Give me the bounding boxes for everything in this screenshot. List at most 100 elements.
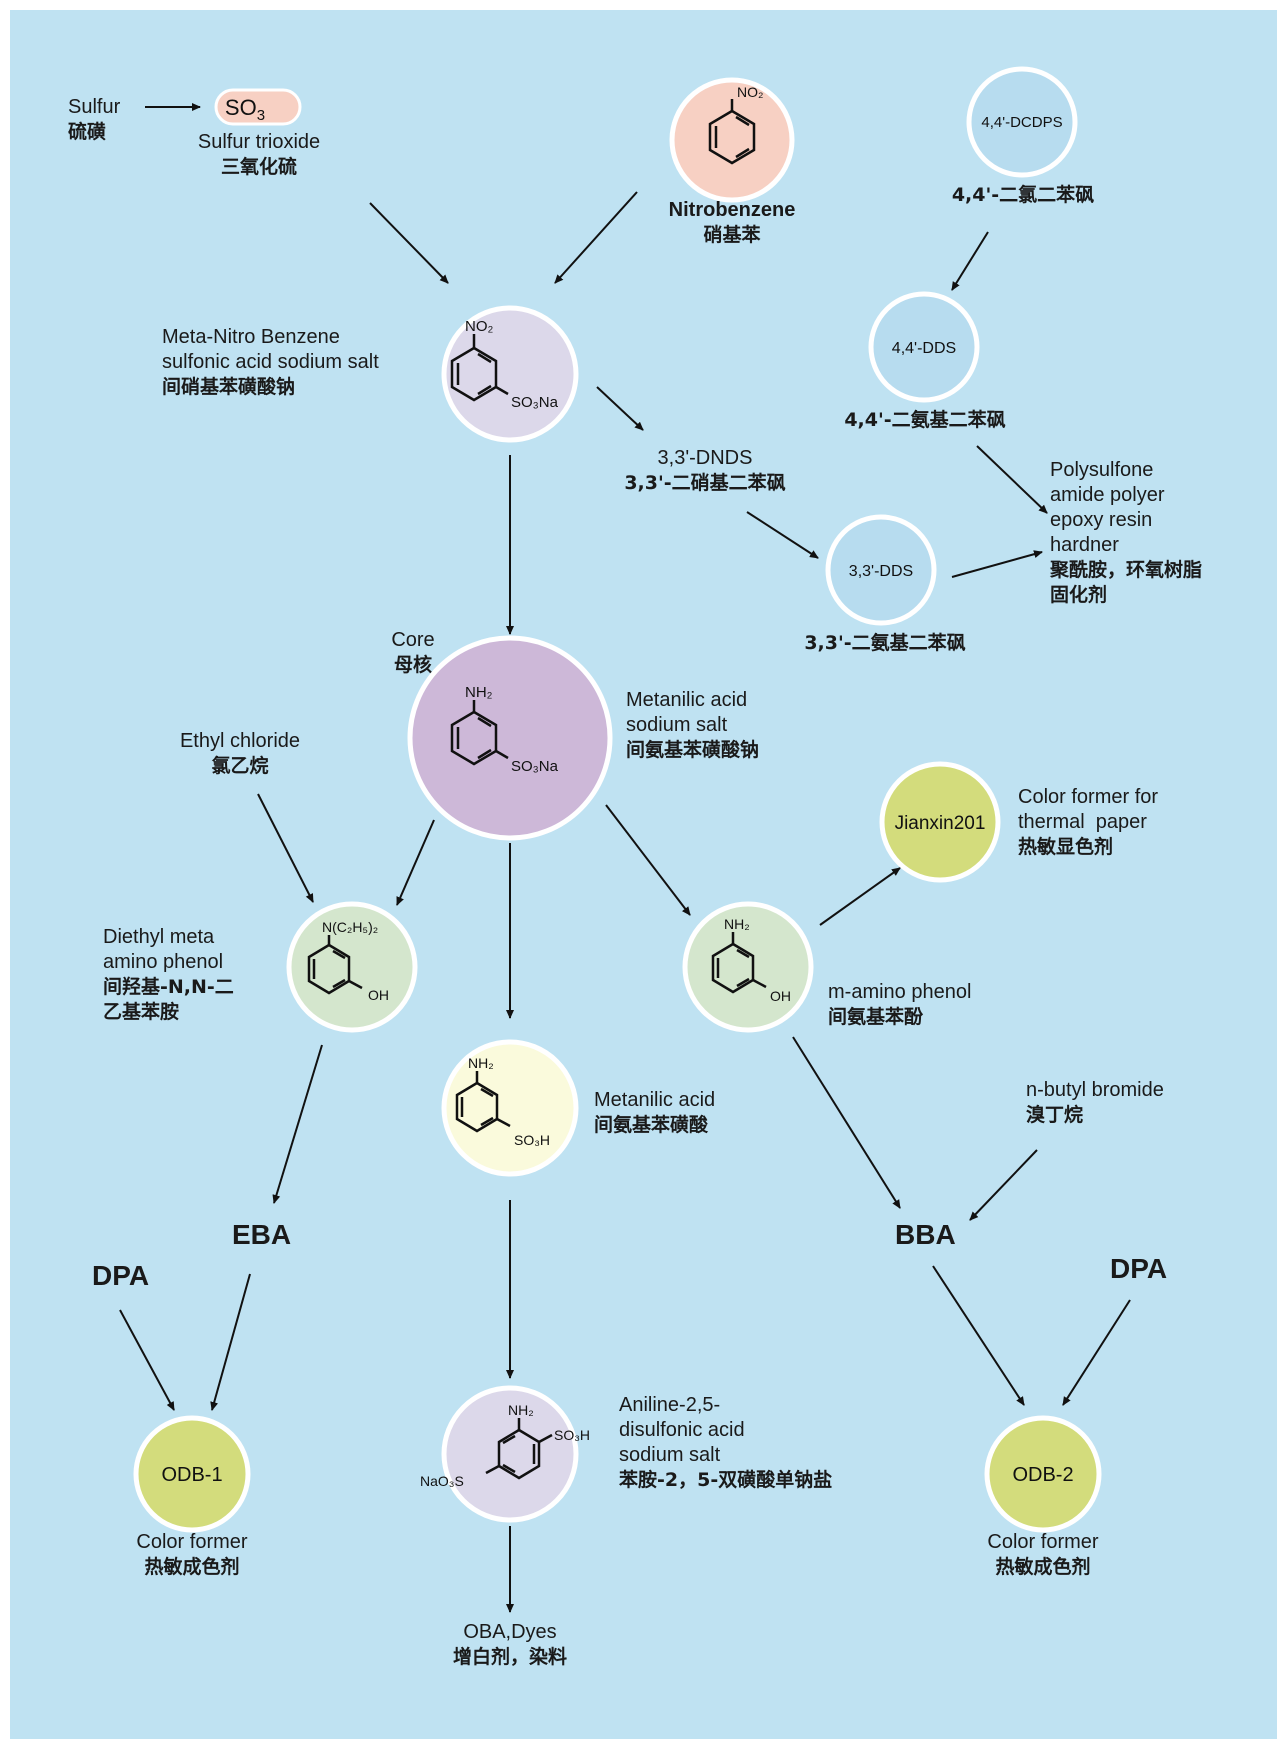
nitrobenzene-en: Nitrobenzene [668,199,796,221]
oba-en: OBA,Dyes [463,1621,557,1643]
maminophenol-group-bottom: OH [770,988,791,1004]
metanitro-zh: 间硝基苯磺酸钠 [162,376,296,398]
oba-label: OBA,Dyes 增白剂，染料 [430,1620,590,1670]
odb2-label: Color former 热敏成色剂 [963,1530,1123,1580]
arrow-dcdps-dds44 [951,231,989,291]
jianxin-label: Color former for thermal paper 热敏显色剂 [1018,785,1158,860]
jianxin-zh: 热敏显色剂 [1018,836,1114,858]
so3-formula: SO3 [225,95,265,124]
odb1-zh: 热敏成色剂 [144,1556,240,1578]
arrow-so3-metanitro [369,202,449,284]
core-circle [407,635,613,841]
core-group-bottom: SO₃Na [511,758,559,775]
diethyl-group-bottom: OH [368,987,389,1003]
bba-label: BBA [895,1219,956,1250]
nitrobenzene-circle [669,77,795,203]
metanitro-label: Meta-Nitro Benzene sulfonic acid sodium … [162,325,379,400]
core-zh: 母核 [393,654,432,676]
metanitro-en2: sulfonic acid sodium salt [162,351,379,373]
nitrobenzene-zh: 硝基苯 [703,224,761,246]
metanitro-group-top: NO₂ [465,318,494,335]
arrow-bba-odb2 [932,1265,1025,1406]
nbutyl-label: n-butyl bromide 溴丁烷 [1026,1078,1164,1128]
ethyl-chloride-zh: 氯乙烷 [211,755,269,777]
ethyl-chloride-en: Ethyl chloride [179,730,301,752]
aniline25-circle [441,1385,579,1523]
eba-label: EBA [232,1219,292,1250]
diethyl-ring [307,935,363,995]
metanitro-ring [450,334,509,402]
sulfur-zh: 硫磺 [68,121,107,143]
dds33-label: 3,3'-二氨基二苯砜 [780,631,990,656]
dpa-right-label: DPA [1110,1253,1168,1284]
metanilic-acid-group-bottom: SO₃H [514,1132,550,1148]
jianxin-en1: Color former for [1018,786,1159,808]
core-en: Core [391,629,435,651]
core-group-top: NH₂ [465,684,493,701]
polysulfone-l4: hardner [1050,534,1119,556]
arrow-nbutyl-bba [969,1149,1038,1221]
aniline25-group-left: NaO₃S [420,1473,464,1489]
metanilic-salt-en2: sodium salt [626,714,728,736]
dnds-label: 3,3'-DNDS 3,3'-二硝基二苯砜 [600,446,810,496]
so3-zh: 三氧化硫 [220,156,297,178]
maminophenol-circle [682,901,814,1033]
odb2-circle [984,1415,1102,1533]
jianxin-circle-label: Jianxin201 [895,813,986,834]
dds33-circle-label: 3,3'-DDS [849,563,913,580]
core-ring [450,700,509,766]
nitrobenzene-label: Nitrobenzene 硝基苯 [652,198,812,248]
oba-zh: 增白剂，染料 [452,1646,567,1668]
odb1-en: Color former [136,1531,248,1553]
metanilic-acid-circle [441,1039,579,1177]
arrow-dds33-polysulfone [951,550,1043,578]
metanilic-salt-label: Metanilic acid sodium salt 间氨基苯磺酸钠 [626,688,759,763]
diethyl-en1: Diethyl meta [103,926,215,948]
maminophenol-group-top: NH₂ [724,916,750,932]
odb2-zh: 热敏成色剂 [995,1556,1091,1578]
arrow-dnds-dds33 [746,511,819,559]
polysulfone-l2: amide polyer [1050,484,1165,506]
arrow-diethyl-eba [272,1044,323,1204]
metanitro-group-bottom: SO₃Na [511,394,559,411]
maminophenol-ring [711,932,767,994]
metanilic-acid-ring [455,1071,511,1133]
dds33-zh: 3,3'-二氨基二苯砜 [804,632,966,654]
so3-label: Sulfur trioxide 三氧化硫 [194,130,324,180]
aniline25-group-top: NH₂ [508,1402,534,1418]
maminophenol-en: m-amino phenol [828,981,972,1003]
diethyl-zh1: 间羟基-N,N-二 [103,976,234,998]
polysulfone-l1: Polysulfone [1050,459,1154,481]
arrow-metanitro-dnds [596,386,644,431]
arrow-core-diethyl [396,819,435,906]
odb1-circle [133,1415,251,1533]
metanilic-acid-group-top: NH₂ [468,1055,494,1071]
diethyl-zh2: 乙基苯胺 [103,1001,180,1023]
metanilic-salt-zh: 间氨基苯磺酸钠 [626,739,760,761]
dcdps-zh: 4,4'-二氯二苯砜 [951,184,1095,206]
metanilic-acid-en: Metanilic acid [594,1089,716,1111]
diethyl-en2: amino phenol [103,951,224,973]
odb2-en: Color former [987,1531,1099,1553]
arrow-dpa-odb1 [119,1309,175,1411]
polysulfone-zh2: 固化剂 [1050,584,1108,606]
arrow-eba-odb1 [210,1273,251,1411]
odb1-label: Color former 热敏成色剂 [112,1530,272,1580]
jianxin-circle [879,761,1001,883]
sulfur-en: Sulfur [68,96,121,118]
dcdps-circle [966,66,1078,178]
so3-pill [214,88,302,126]
nitrobenzene-ring [708,99,756,165]
diethyl-circle [286,901,418,1033]
ethyl-chloride-label: Ethyl chloride 氯乙烷 [160,729,320,779]
polysulfone-l3: epoxy resin [1050,509,1153,531]
aniline25-group-right: SO₃H [554,1427,590,1443]
odb1-circle-label: ODB-1 [161,1464,222,1486]
dds44-zh: 4,4'-二氨基二苯砜 [844,409,1006,431]
dnds-en: 3,3'-DNDS [657,447,753,469]
dnds-zh: 3,3'-二硝基二苯砜 [624,472,786,494]
core-label: Core 母核 [378,628,448,678]
diethyl-label: Diethyl meta amino phenol 间羟基-N,N-二 乙基苯胺 [103,925,234,1025]
polysulfone-label: Polysulfone amide polyer epoxy resin har… [1050,458,1202,608]
